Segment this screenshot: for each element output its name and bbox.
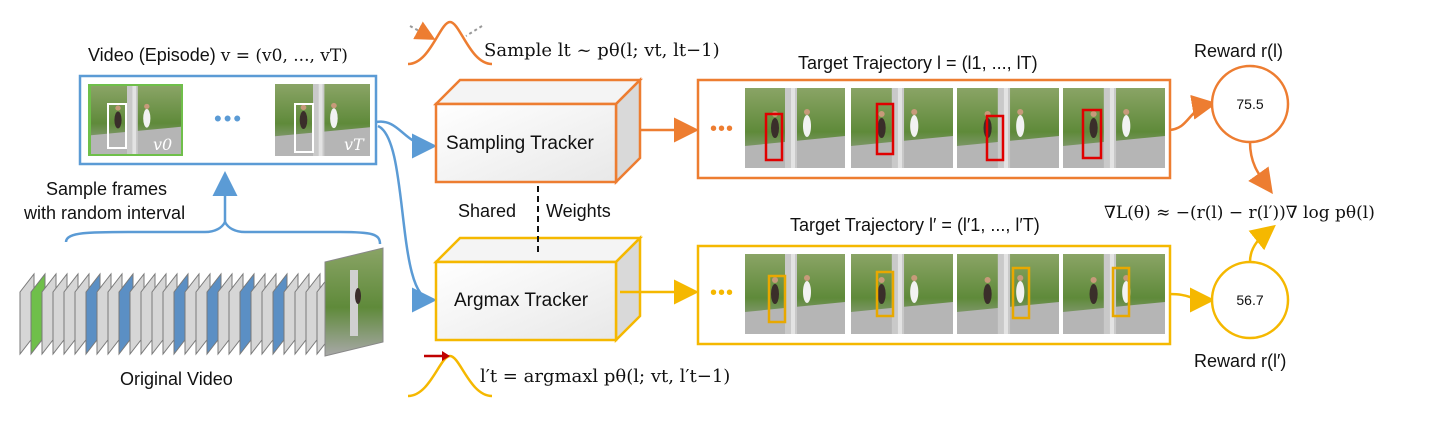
argmax-bell-icon bbox=[407, 351, 493, 398]
sample-brace bbox=[64, 219, 382, 245]
arrow-reward-top-to-gradient bbox=[1248, 141, 1273, 195]
arrow-to-sampling bbox=[375, 120, 437, 159]
first-frame-image bbox=[88, 84, 183, 156]
reward-bottom-value: 56.7 bbox=[1236, 292, 1264, 308]
reward-top-label: Reward r(l) bbox=[1194, 41, 1284, 61]
top-trajectory-frames bbox=[745, 88, 1165, 168]
sampling-tracker-label: Sampling Tracker bbox=[446, 133, 594, 154]
reward-bottom-label: Reward r(l′) bbox=[1194, 351, 1287, 371]
bottom-trajectory-frames bbox=[745, 254, 1165, 334]
sample-bell-icon bbox=[407, 20, 493, 66]
original-video-label: Original Video bbox=[120, 369, 233, 389]
v0-label: v0 bbox=[153, 135, 173, 154]
sample-frames-line1: Sample frames bbox=[46, 179, 168, 199]
argmax-tracker-label: Argmax Tracker bbox=[454, 290, 589, 311]
weights-label: Weights bbox=[546, 201, 611, 221]
arrow-to-reward-bottom bbox=[1169, 287, 1215, 313]
arrow-reward-bottom-to-gradient bbox=[1248, 224, 1276, 263]
last-frame-image bbox=[275, 84, 370, 156]
sample-formula: Sample lt ~ pθ(l; vt, lt−1) bbox=[484, 40, 720, 61]
sample-frames-line2: with random interval bbox=[24, 203, 186, 223]
video-dots: ••• bbox=[214, 106, 244, 131]
arrow-to-reward-top bbox=[1169, 94, 1217, 132]
arrow-to-argmax bbox=[377, 124, 437, 313]
vT-label: vT bbox=[344, 135, 364, 154]
reward-top-value: 75.5 bbox=[1236, 96, 1264, 112]
dots-orange: ••• bbox=[710, 118, 735, 140]
video-title-math: v = (v0, ..., vT) bbox=[220, 46, 348, 66]
sampling-tracker-box bbox=[432, 76, 644, 186]
dots-yellow: ••• bbox=[710, 282, 735, 304]
video-title: Video (Episode) v = (v0, ..., vT) bbox=[88, 45, 348, 66]
argmax-tracker-box bbox=[432, 234, 644, 344]
trajectory-bottom-label: Target Trajectory l′ = (l′1, ..., l′T) bbox=[790, 215, 1040, 235]
original-video-stack bbox=[19, 247, 384, 357]
shared-label: Shared bbox=[458, 201, 517, 221]
gradient-formula: ∇L(θ) ≈ −(r(l) − r(l′))∇ log pθ(l) bbox=[1104, 203, 1375, 223]
trajectory-top-label: Target Trajectory l = (l1, ..., lT) bbox=[798, 53, 1038, 73]
argmax-formula: l′t = argmaxl pθ(l; vt, l′t−1) bbox=[480, 366, 731, 387]
